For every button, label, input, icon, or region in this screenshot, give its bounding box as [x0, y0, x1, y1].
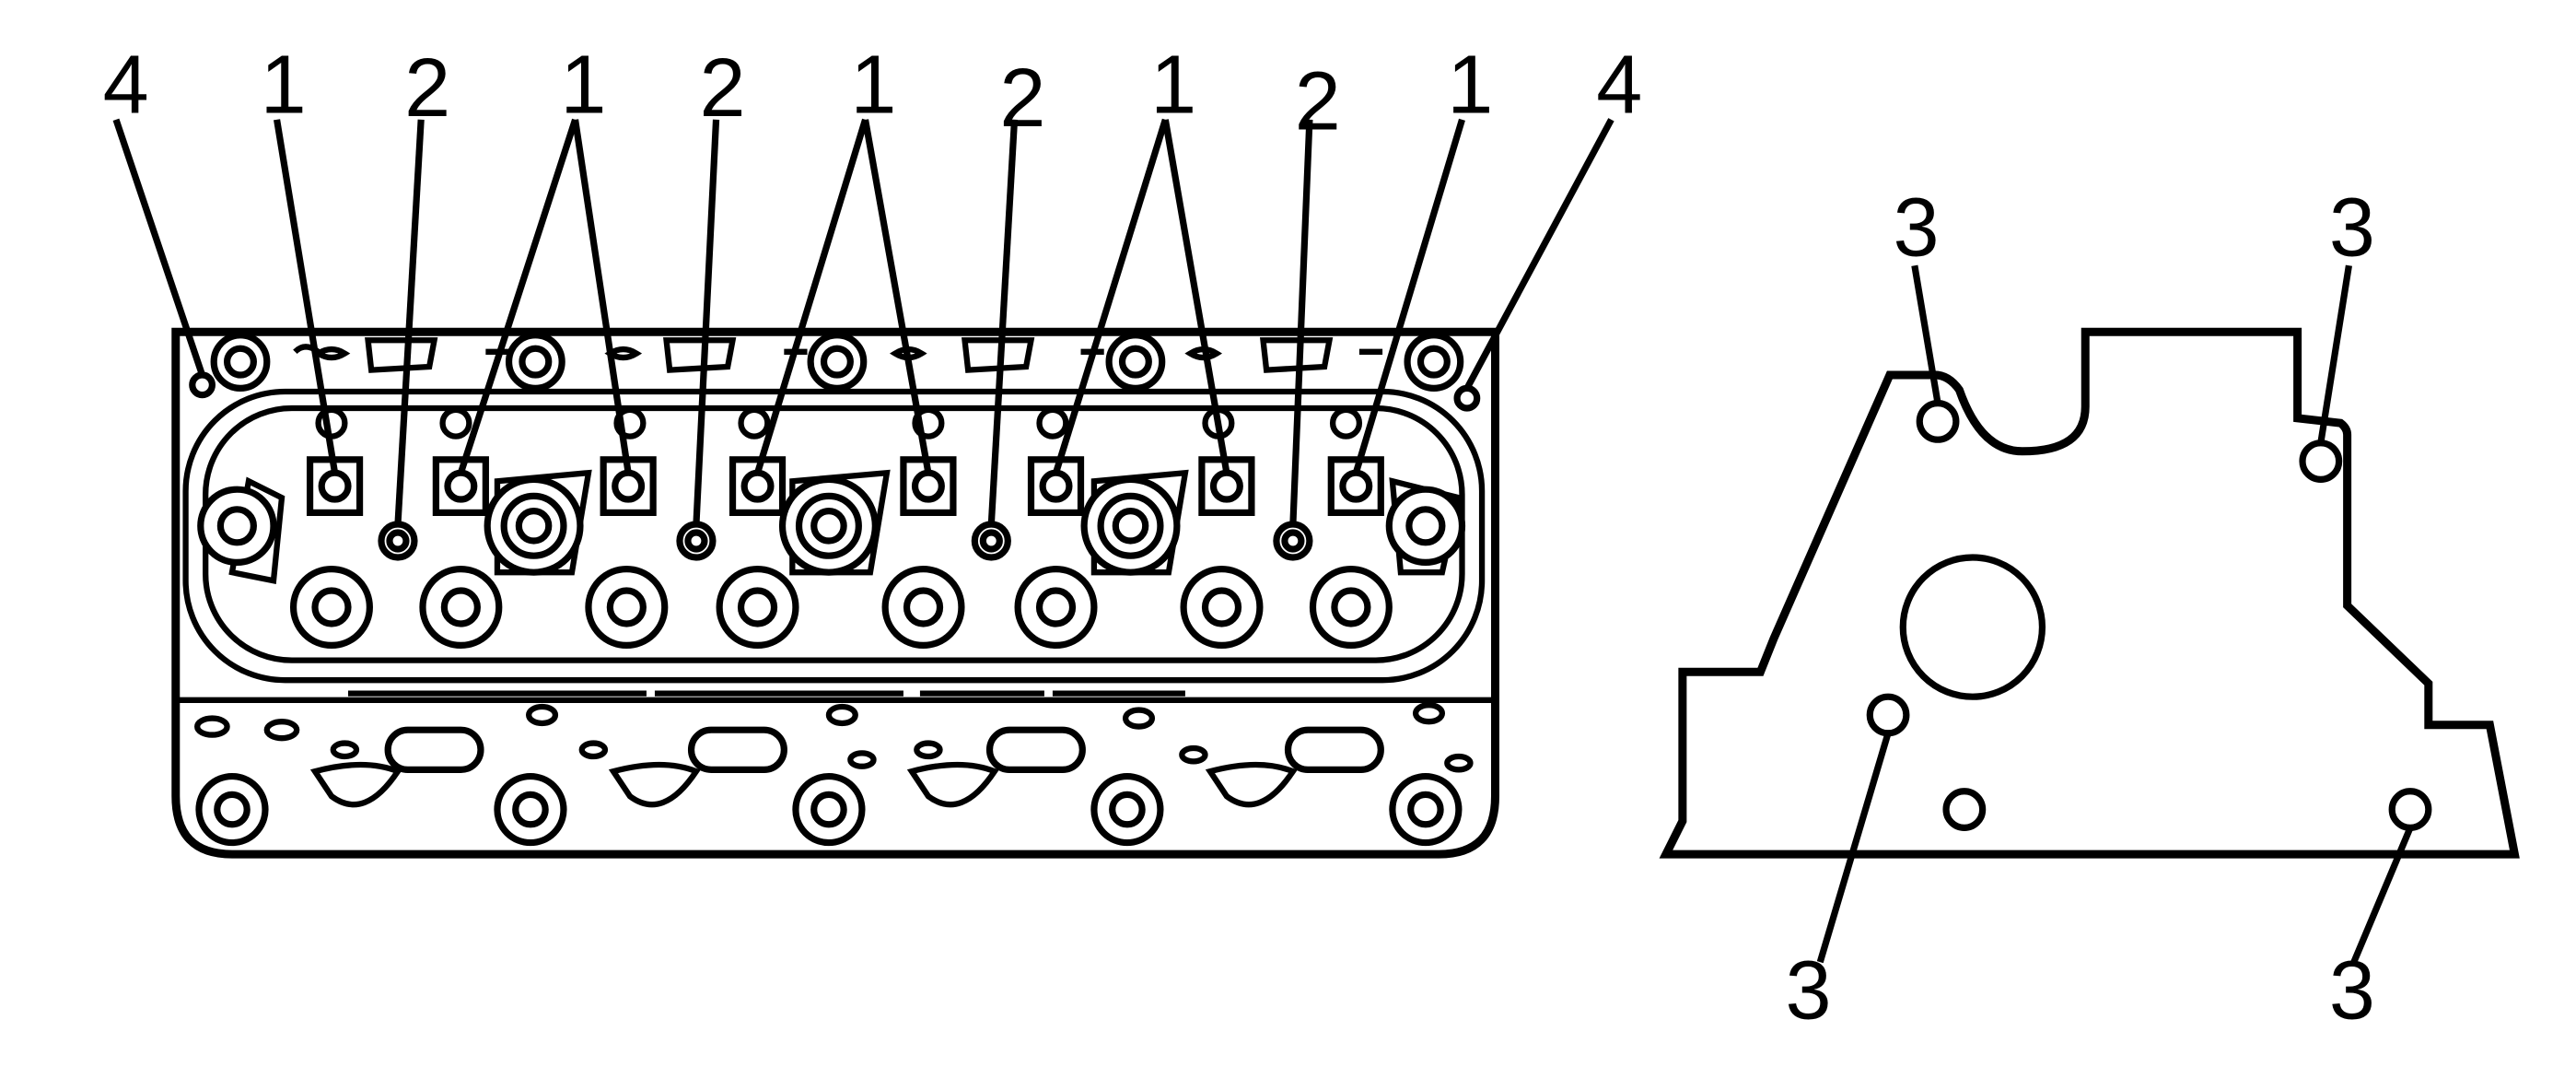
callout-label: 2 — [404, 42, 450, 135]
exhaust-flange — [175, 690, 1496, 808]
head-top-ports — [293, 337, 1383, 373]
head-outer-outline — [171, 327, 1499, 859]
exhaust-bolt-bosses — [195, 772, 1463, 847]
cover-plate — [1659, 327, 2520, 859]
cover-hole — [1942, 788, 1987, 831]
callout-label: 1 — [1150, 40, 1196, 132]
rocker-rail-outer — [182, 388, 1486, 684]
callout-label: 2 — [999, 53, 1045, 145]
callout-label: 3 — [1893, 182, 1939, 274]
cover-hole — [2299, 440, 2343, 484]
cover-hole — [2388, 788, 2432, 831]
cover-center-opening — [1899, 554, 2046, 700]
head-bolt-bosses — [289, 565, 1393, 649]
callout-label: 3 — [2329, 944, 2375, 1037]
callout-label: 1 — [261, 40, 307, 132]
callout-label: 2 — [1295, 56, 1341, 148]
cylinder-head — [171, 327, 1499, 859]
cover-hole — [1866, 693, 1910, 737]
callout-label: 1 — [850, 40, 896, 132]
callout-label: 2 — [700, 42, 746, 135]
cover-plate-outline — [1659, 327, 2520, 859]
callout-label: 3 — [2329, 182, 2375, 274]
callout-label: 3 — [1785, 944, 1831, 1037]
cover-hole — [1916, 400, 1960, 443]
callout-label: 1 — [1447, 40, 1493, 132]
callout-label: 1 — [560, 40, 606, 132]
oil-drain-holes — [378, 521, 1313, 561]
large-bosses — [197, 469, 1466, 584]
callout-label: 4 — [103, 40, 149, 132]
callout-labels: 4 1 2 1 2 1 2 1 2 1 4 3 3 3 3 — [103, 40, 2375, 1037]
leader-lines — [112, 118, 2414, 964]
callout-label: 4 — [1596, 40, 1642, 132]
head-top-bosses — [210, 332, 1464, 393]
